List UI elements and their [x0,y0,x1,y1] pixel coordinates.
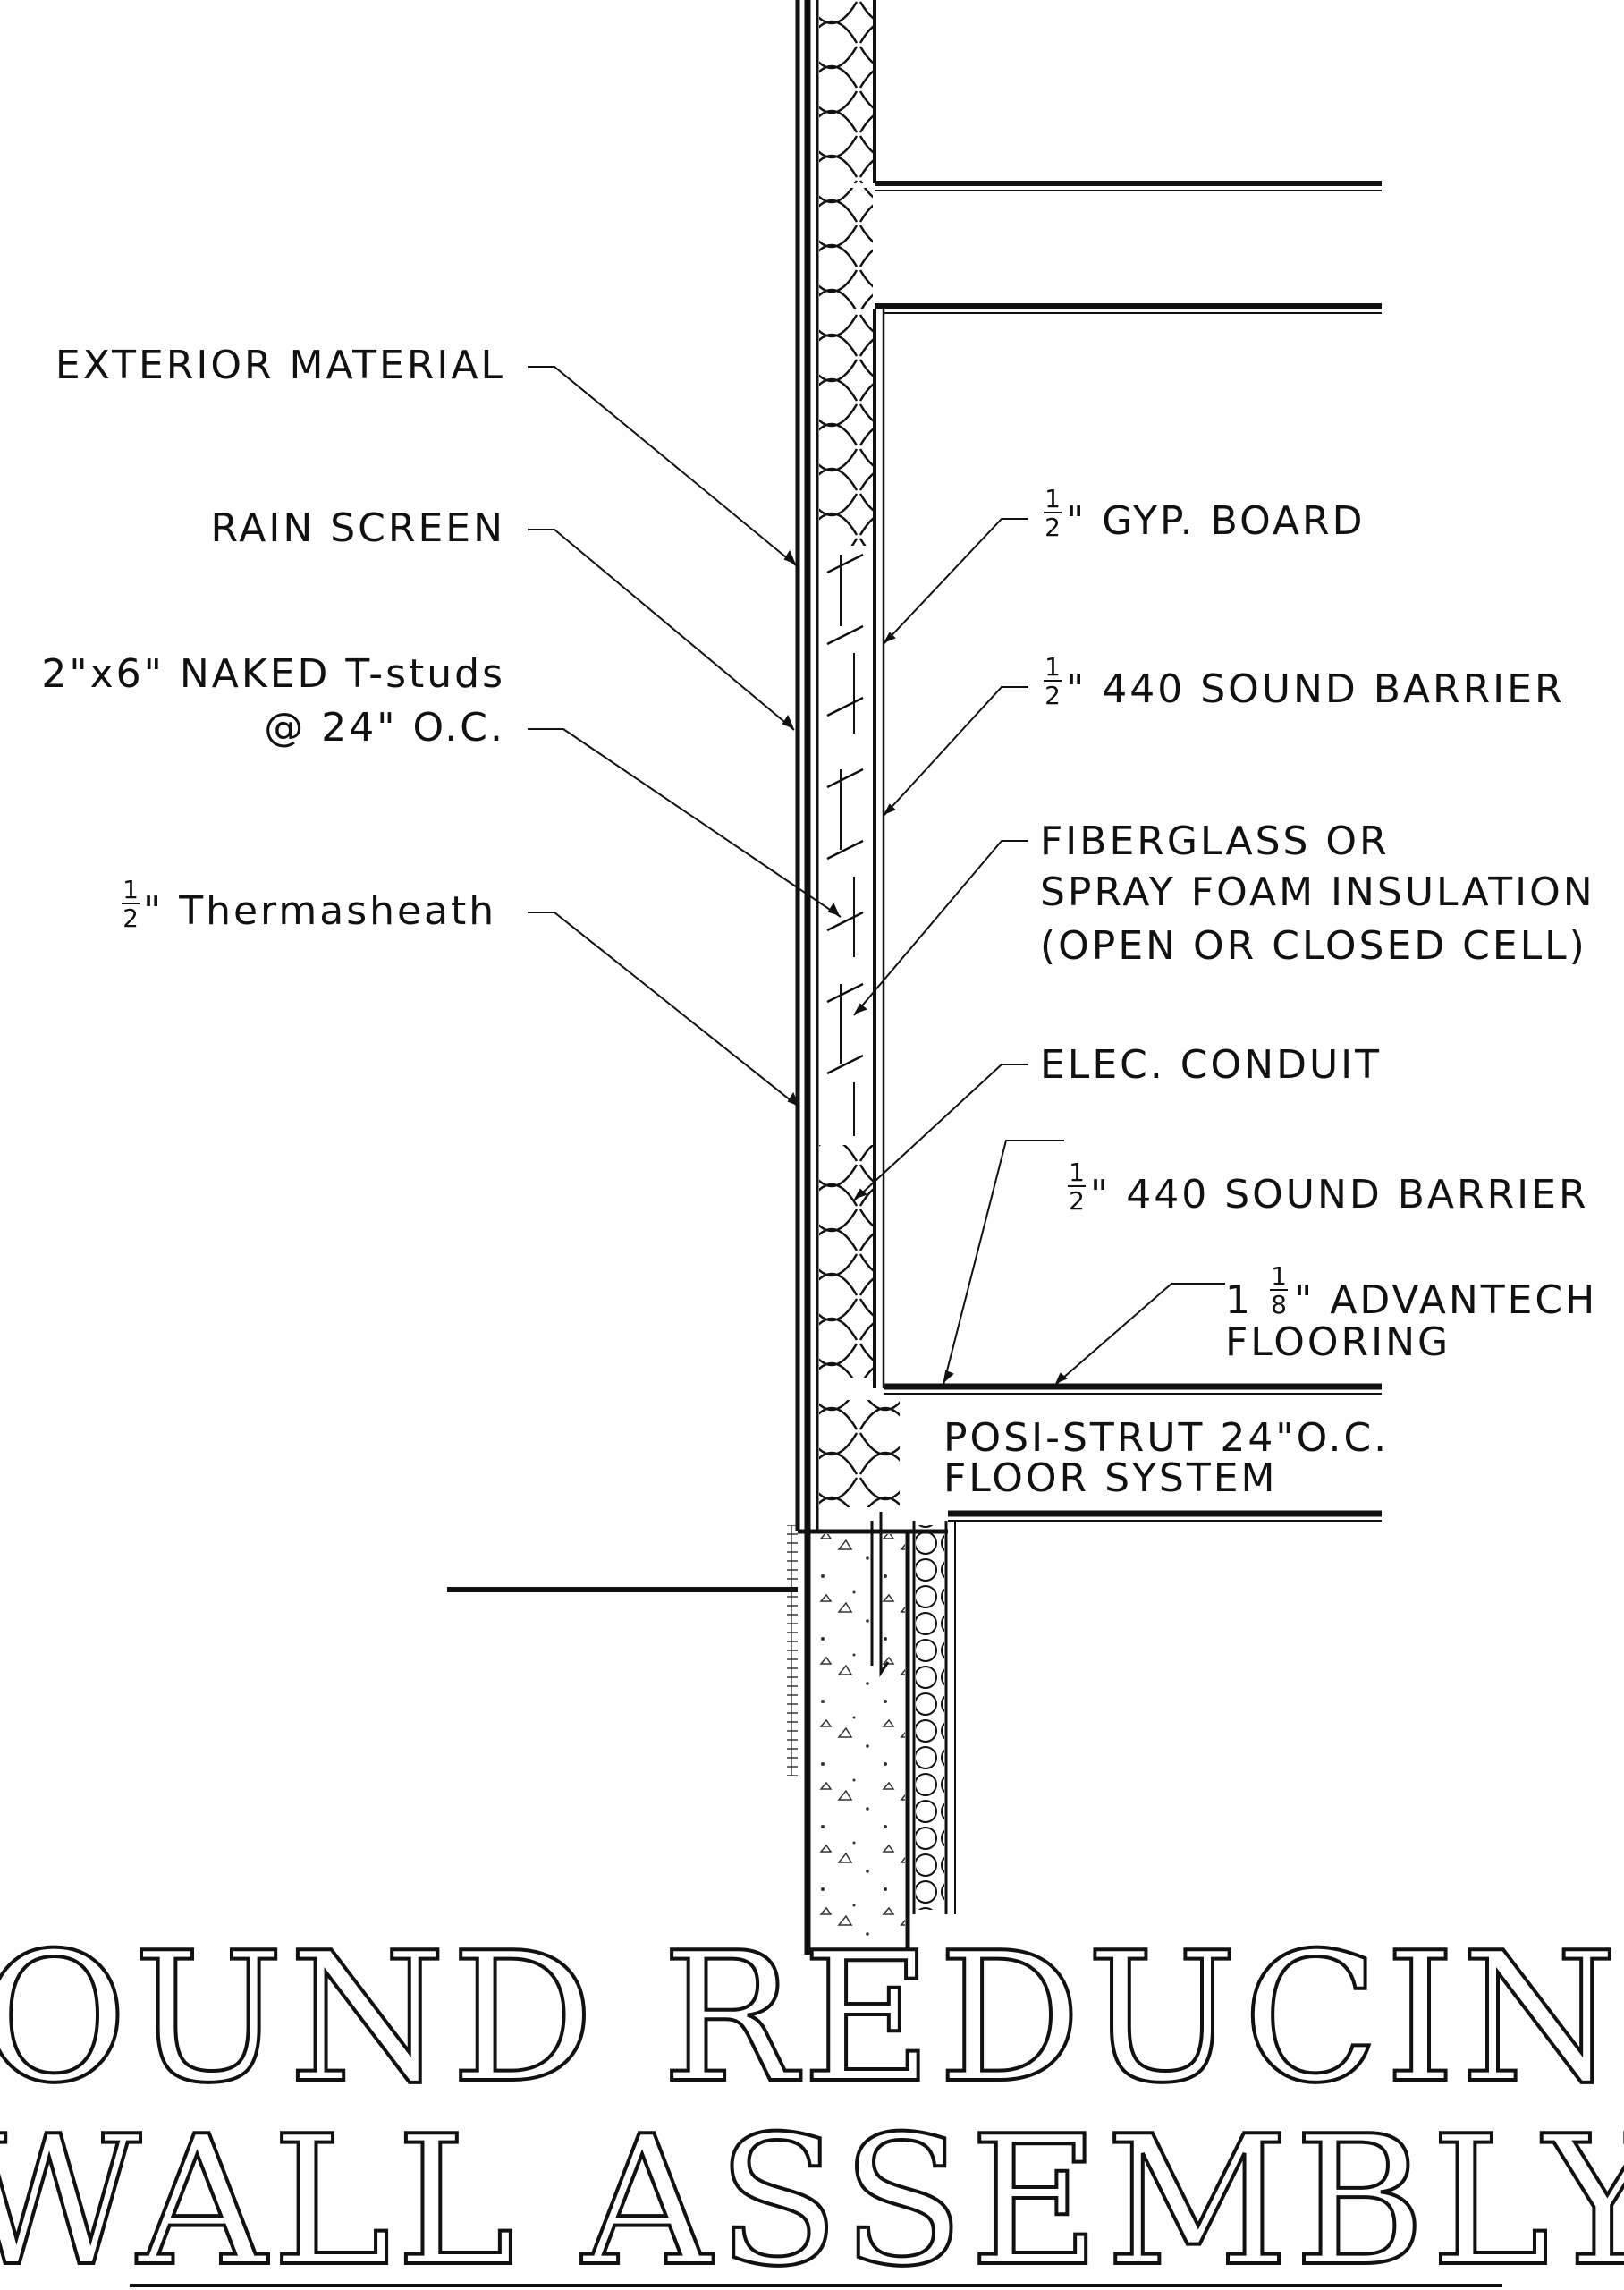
title-line2: WALL ASSEMBLY [0,2098,1624,2290]
label-floor-sound-barrier-text: " 440 SOUND BARRIER [1090,1172,1589,1217]
wall-assembly [447,0,1382,1955]
label-advantech-flooring: 1 1 8 " ADVANTECH FLOORING [1225,1261,1597,1365]
label-advantech-line1: " ADVANTECH [1294,1277,1597,1323]
label-insulation-line2: SPRAY FOAM INSULATION [1040,869,1595,915]
fraction-numerator: 1 [1045,484,1061,513]
advantech-whole: 1 [1225,1277,1253,1323]
fraction-numerator: 1 [1271,1261,1287,1291]
label-thermasheath-text: " Thermasheath [143,888,496,934]
label-posi-strut-line2: FLOOR SYSTEM [943,1455,1277,1501]
fraction-numerator: 1 [1069,1158,1085,1187]
fraction-numerator: 1 [123,875,139,904]
label-thermasheath: 1 2 " Thermasheath [122,875,496,934]
label-advantech-line2: FLOORING [1225,1319,1451,1365]
leader-lines [528,366,1225,1386]
fraction-denominator: 8 [1271,1290,1287,1319]
fraction-denominator: 2 [1045,513,1061,542]
label-sound-barrier: 1 2 " 440 SOUND BARRIER [1044,652,1565,712]
fraction-denominator: 2 [1069,1186,1085,1216]
label-rain-screen: RAIN SCREEN [210,505,505,551]
label-studs-line2: @ 24" O.C. [264,705,505,751]
fraction-denominator: 2 [1045,681,1061,710]
label-posi-strut-line1: POSI-STRUT 24"O.C. [943,1415,1389,1461]
fraction-numerator: 1 [1045,652,1061,682]
label-sound-barrier-text: " 440 SOUND BARRIER [1066,666,1565,712]
label-gyp-board-text: " GYP. BOARD [1066,498,1365,544]
title-line1: SOUND REDUCING [0,1914,1624,2123]
label-exterior-material: EXTERIOR MATERIAL [55,343,505,388]
t-stud-bracing [826,553,864,1136]
label-insulation-line1: FIBERGLASS OR [1040,818,1390,864]
label-gyp-board: 1 2 " GYP. BOARD [1044,484,1365,544]
label-floor-sound-barrier: 1 2 " 440 SOUND BARRIER [1068,1158,1589,1217]
label-studs-line1: 2"x6" NAKED T-studs [41,651,505,697]
label-insulation-line3: (OPEN OR CLOSED CELL) [1040,923,1587,969]
label-elec-conduit: ELEC. CONDUIT [1040,1042,1382,1088]
fraction-denominator: 2 [123,903,139,933]
